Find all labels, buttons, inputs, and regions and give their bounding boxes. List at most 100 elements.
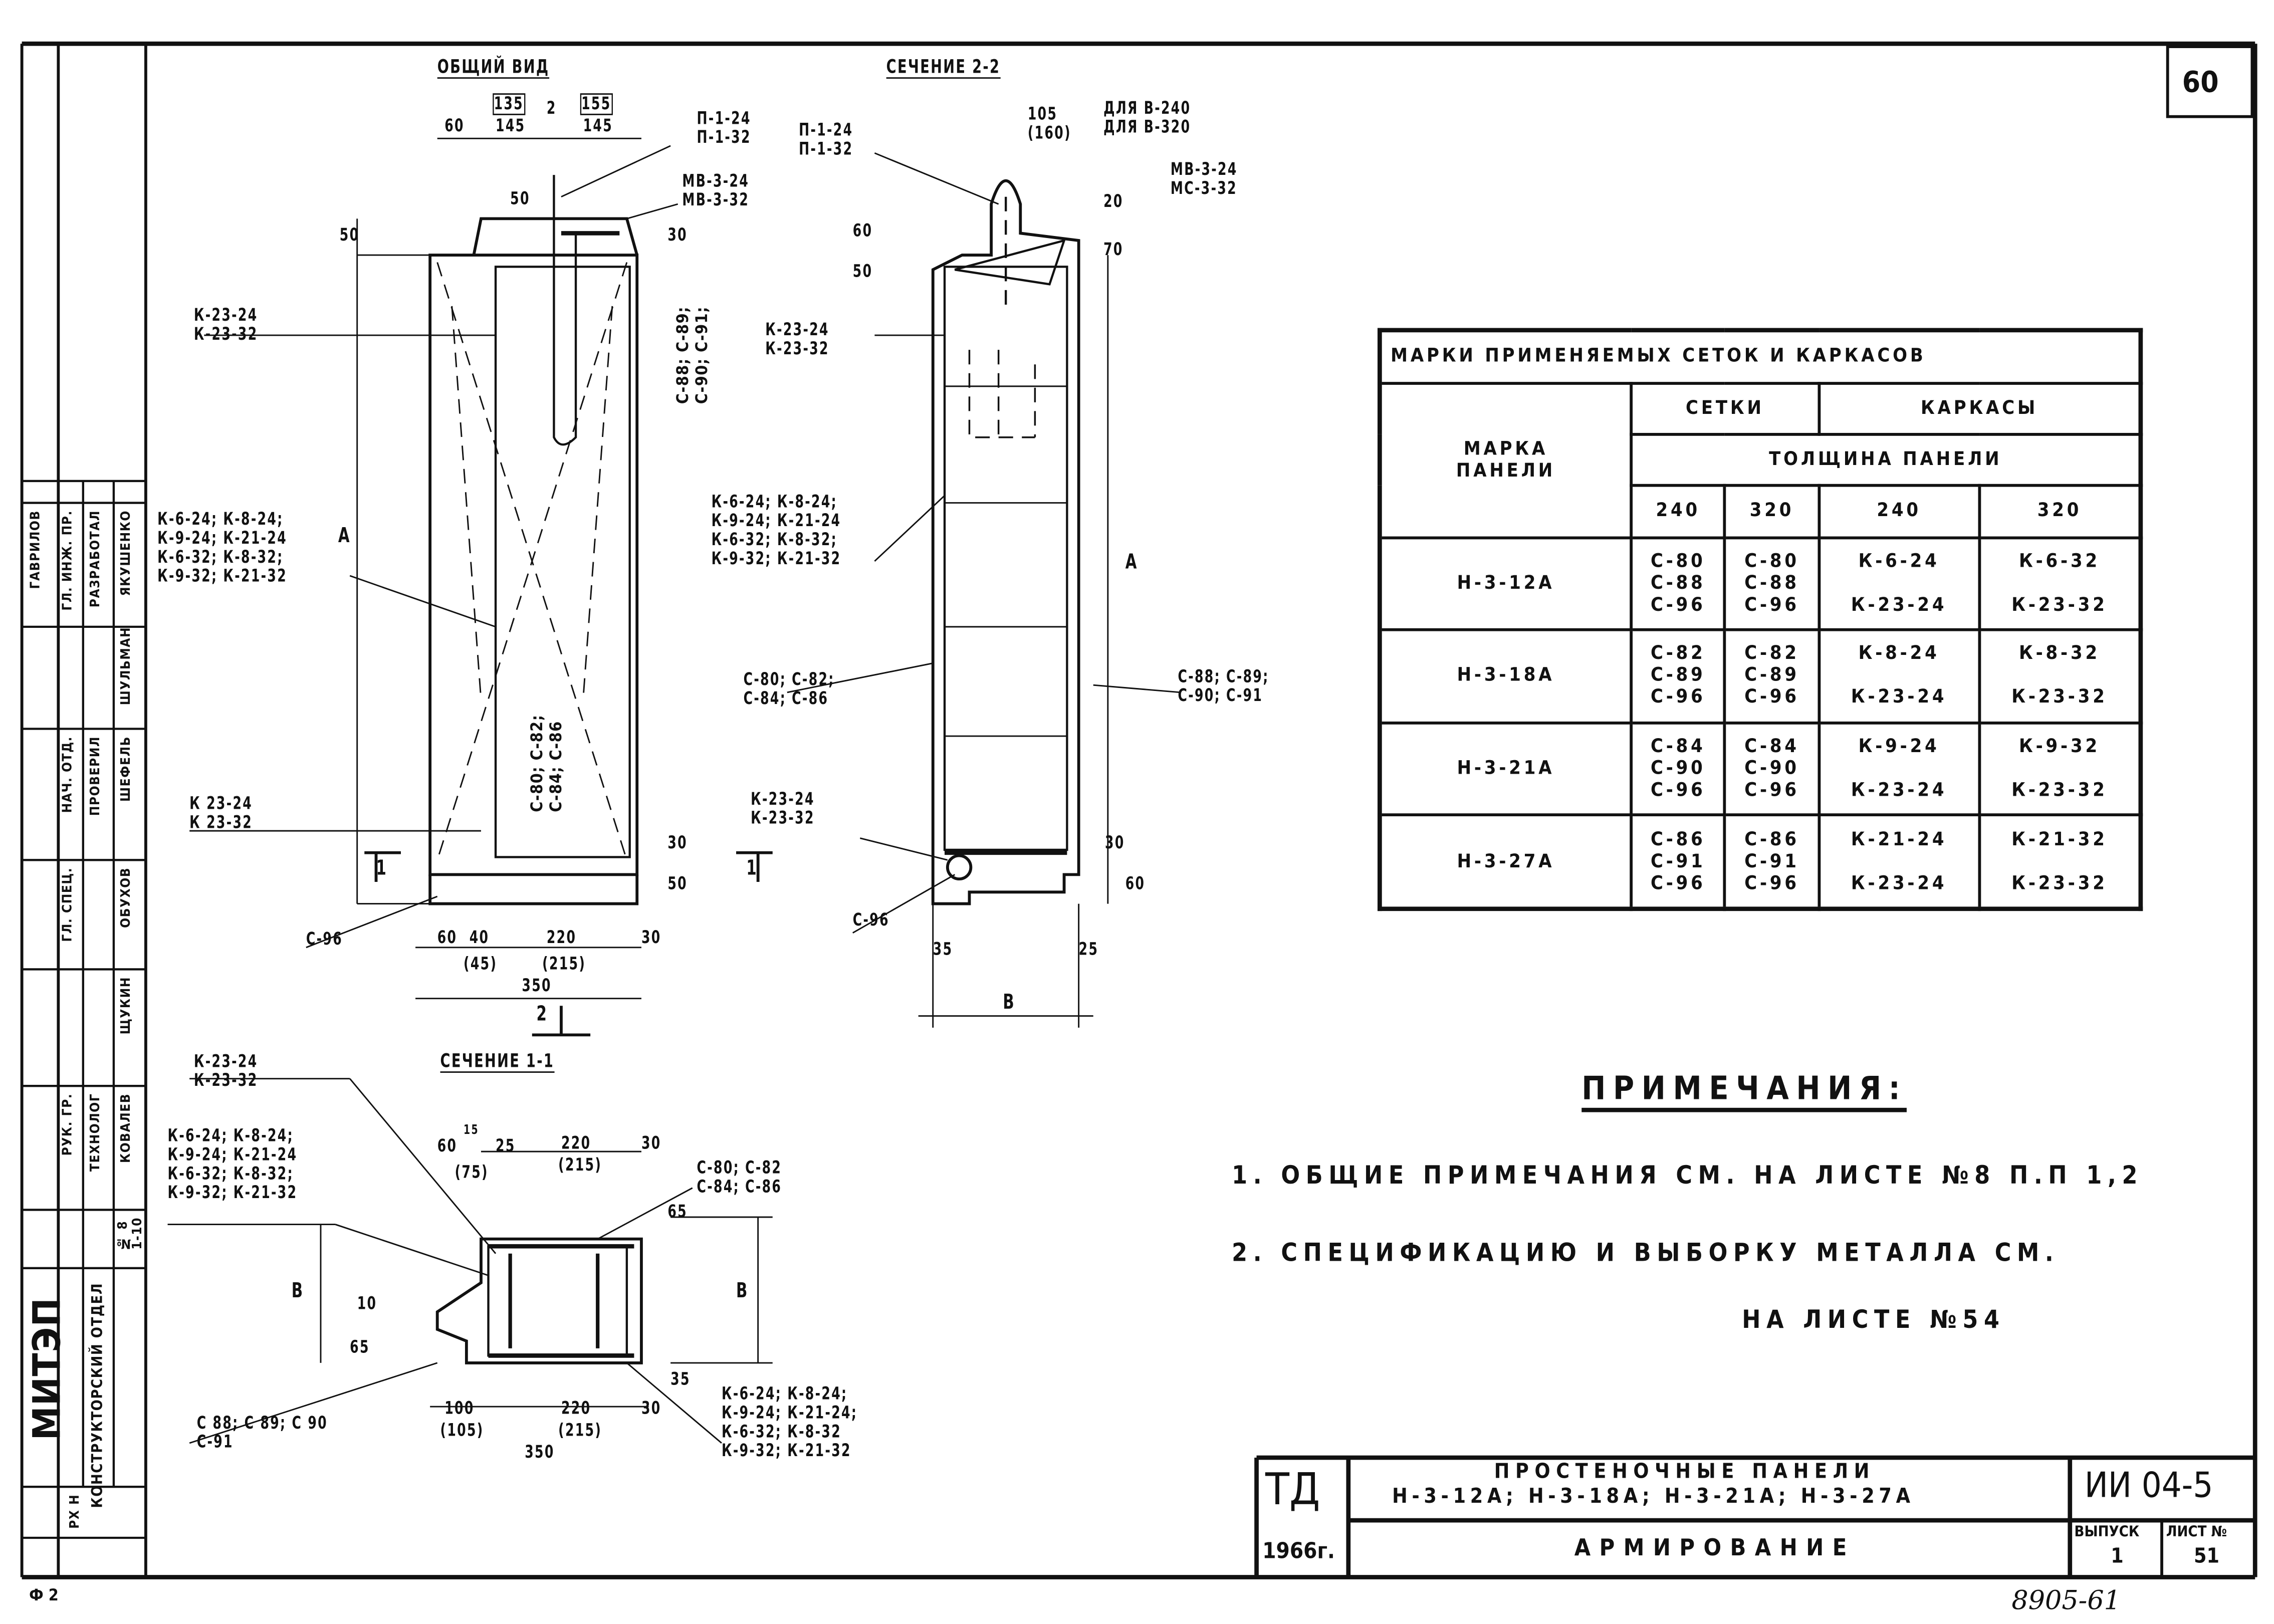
table-row: Н-3-21А С-84 С-90 С-96 С-84 С-90 С-96 К-… bbox=[1378, 721, 2142, 817]
dim-label: 350 bbox=[525, 1442, 555, 1462]
callout-k23: К-23-24 К-23-32 bbox=[765, 319, 829, 359]
dim-label: 30 bbox=[641, 927, 661, 948]
section-11-title: СЕЧЕНИЕ 1-1 bbox=[440, 1051, 555, 1073]
frames-240: К-21-24 К-23-24 bbox=[1817, 813, 1981, 910]
callout-mv: МВ-3-24 МВ-3-32 bbox=[682, 170, 750, 210]
callout-c-right: С-88; С-89; С-90; С-91 bbox=[1178, 666, 1269, 706]
dim-b: В bbox=[1003, 991, 1016, 1015]
stamp-role: ГЛ. ИНЖ. ПР. bbox=[61, 510, 76, 611]
callout-k-list: К-6-24; К-8-24; К-9-24; К-21-24 К-6-32; … bbox=[167, 1125, 298, 1203]
issue-value: 1 bbox=[2111, 1545, 2124, 1569]
dim-label: 100 bbox=[444, 1398, 475, 1419]
dim-label: (215) bbox=[558, 1154, 602, 1175]
sub-col-header: 320 bbox=[1723, 483, 1821, 539]
dim-label: 30 bbox=[641, 1398, 661, 1419]
callout-p1: П-1-24 П-1-32 bbox=[799, 119, 853, 159]
stamp-role: ПРОВЕРИЛ bbox=[89, 736, 104, 816]
dim-label: 65 bbox=[667, 1201, 688, 1222]
issue-label: ВЫПУСК bbox=[2074, 1524, 2140, 1541]
col-header-thickness: ТОЛЩИНА ПАНЕЛИ bbox=[1630, 432, 2142, 487]
stamp-bottom-text: Ф 2 bbox=[29, 1585, 59, 1605]
nets-320: С-86 С-91 С-96 bbox=[1723, 813, 1821, 910]
dim-label: 30 bbox=[667, 832, 688, 853]
dim-label: 70 bbox=[1103, 239, 1123, 260]
dim-label: 135 bbox=[493, 93, 525, 115]
dim-label: 50 bbox=[510, 188, 530, 208]
dim-label: 25 bbox=[496, 1135, 516, 1156]
table-row: Н-3-27А С-86 С-91 С-96 С-86 С-91 С-96 К-… bbox=[1378, 813, 2142, 910]
dept-name: КОНСТРУКТОРСКИЙ ОТДЕЛ bbox=[90, 1282, 107, 1508]
nets-320: С-82 С-89 С-96 bbox=[1723, 628, 1821, 724]
dim-label: 50 bbox=[339, 224, 360, 245]
nets-320: С-84 С-90 С-96 bbox=[1723, 721, 1821, 817]
dim-label: 35 bbox=[933, 939, 953, 960]
dim-label: 60 bbox=[437, 1135, 458, 1156]
callout-c-bottom: С 88; С 89; С 90 С-91 bbox=[196, 1412, 328, 1452]
frames-240: К-9-24 К-23-24 bbox=[1817, 721, 1981, 817]
dim-label: 35 bbox=[670, 1368, 691, 1389]
stamp-role: РУК. ГР. bbox=[61, 1093, 76, 1156]
stamp-name: ШУЛЬМАН bbox=[119, 626, 134, 706]
dim-label: 30 bbox=[641, 1132, 661, 1153]
stamp-name: ГАВРИЛОВ bbox=[29, 510, 44, 589]
dim-label: 350 bbox=[522, 975, 552, 996]
callout-k-list: К-6-24; К-8-24; К-9-24; К-21-24 К-6-32; … bbox=[157, 509, 288, 586]
sub-col-header: 240 bbox=[1630, 483, 1727, 539]
sheet-number: 60 bbox=[2182, 64, 2219, 99]
callout-k-list-right: К-6-24; К-8-24; К-9-24; К-21-24; К-6-32;… bbox=[721, 1383, 858, 1461]
title-line-2: Н-3-12А; Н-3-18А; Н-3-21А; Н-3-27А bbox=[1392, 1485, 1915, 1509]
dim-label: 2 bbox=[546, 97, 557, 118]
note-1: 1. ОБЩИЕ ПРИМЕЧАНИЯ СМ. НА ЛИСТЕ №8 П.П … bbox=[1232, 1162, 2144, 1191]
dim-a: А bbox=[1125, 551, 1138, 575]
dim-label: 30 bbox=[1105, 832, 1125, 853]
dim-label: 10 bbox=[357, 1293, 377, 1314]
doc-code: ИИ 04-5 bbox=[2084, 1465, 2213, 1506]
dim-b: В bbox=[291, 1280, 304, 1303]
dim-label: 60 bbox=[1125, 873, 1146, 894]
callout-c-top: С-88; С-89; С-90; С-91; bbox=[673, 306, 712, 404]
callout-p1: П-1-24 П-1-32 bbox=[697, 108, 751, 147]
nets-320: С-80 С-88 С-96 bbox=[1723, 536, 1821, 631]
dim-label: 220 bbox=[561, 1132, 591, 1153]
general-view-title: ОБЩИЙ ВИД bbox=[437, 57, 550, 79]
frames-240: К-8-24 К-23-24 bbox=[1817, 628, 1981, 724]
dim-label: 145 bbox=[583, 115, 613, 136]
note-3: НА ЛИСТЕ №54 bbox=[1742, 1306, 2005, 1335]
stamp-code: РХ Н bbox=[68, 1494, 83, 1529]
stamp-name: ШЕФЕЛЬ bbox=[119, 736, 134, 802]
dim-label: 220 bbox=[546, 927, 577, 948]
callout-c-left: С-80; С-82; С-84; С-86 bbox=[743, 669, 835, 709]
frames-320: К-9-32 К-23-32 bbox=[1977, 721, 2142, 817]
section-22-title: СЕЧЕНИЕ 2-2 bbox=[886, 57, 1001, 79]
dim-label: 220 bbox=[561, 1398, 591, 1419]
dim-label: 30 bbox=[667, 224, 688, 245]
stamp-sheet-no: № 8 1-10 bbox=[116, 1217, 146, 1250]
stamp-role: НАЧ. ОТД. bbox=[61, 736, 76, 813]
dim-label: (105) bbox=[440, 1420, 484, 1441]
callout-c96: С-96 bbox=[306, 929, 343, 949]
frames-320: К-8-32 К-23-32 bbox=[1977, 628, 2142, 724]
stamp-name: КОВАЛЕВ bbox=[119, 1093, 134, 1164]
dim-label: 145 bbox=[496, 115, 526, 136]
nets-240: С-82 С-89 С-96 bbox=[1630, 628, 1727, 724]
dim-label: 60 bbox=[852, 220, 873, 241]
callout-k23: К-23-24 К-23-32 bbox=[193, 1051, 258, 1090]
nets-240: С-84 С-90 С-96 bbox=[1630, 721, 1727, 817]
callout-k23-bottom: К 23-24 К 23-32 bbox=[189, 793, 253, 833]
callout-k23: К-23-24 К-23-32 bbox=[193, 304, 258, 344]
stamp-role: РАЗРАБОТАЛ bbox=[89, 510, 104, 608]
dim-label: 60 bbox=[444, 115, 465, 136]
notes-heading: ПРИМЕЧАНИЯ: bbox=[1581, 1071, 1908, 1112]
stamp-role: ГЛ. СПЕЦ. bbox=[61, 867, 76, 942]
sub-col-header: 240 bbox=[1817, 483, 1981, 539]
sheet-value: 51 bbox=[2194, 1545, 2220, 1569]
section-mark: 2 bbox=[536, 1003, 548, 1026]
sub-col-header: 320 bbox=[1977, 483, 2142, 539]
logo-td: ТД bbox=[1265, 1465, 1320, 1516]
col-header-frames: КАРКАСЫ bbox=[1817, 381, 2142, 435]
panel-mark: Н-3-18А bbox=[1378, 628, 1633, 724]
dim-label: (75) bbox=[454, 1162, 489, 1183]
dim-label: (215) bbox=[542, 953, 586, 974]
section-mark: 1 bbox=[376, 857, 388, 881]
